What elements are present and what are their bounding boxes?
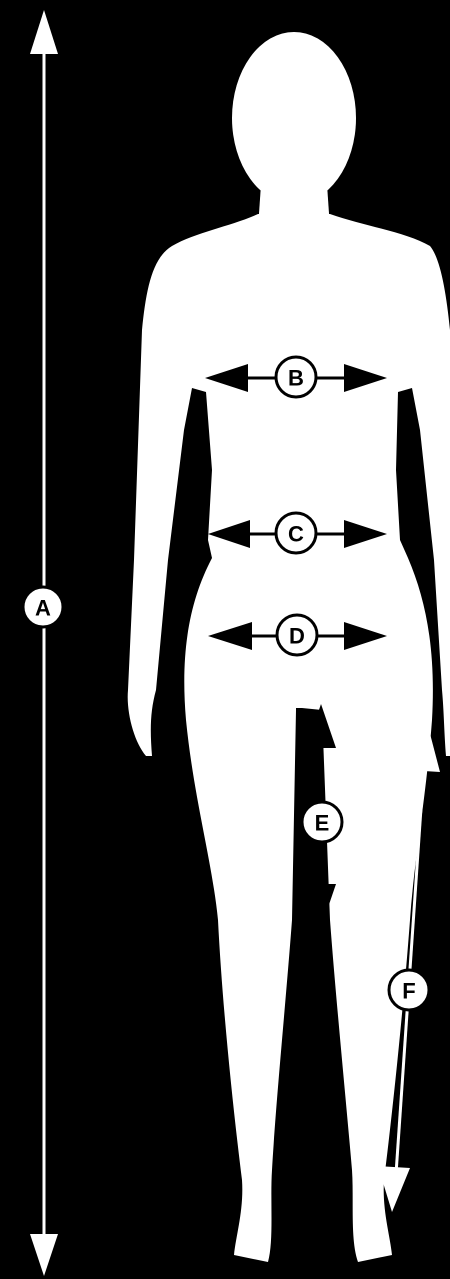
female-body-silhouette-icon <box>127 32 450 1262</box>
label-d: D <box>275 613 319 657</box>
label-c: C <box>274 511 318 555</box>
label-f-text: F <box>402 979 415 1004</box>
label-a-text: A <box>35 596 51 621</box>
label-d-text: D <box>289 624 305 649</box>
leg-gap <box>296 708 304 1240</box>
label-a: A <box>21 585 65 629</box>
label-f: F <box>387 968 431 1012</box>
label-e: E <box>300 800 344 844</box>
label-e-text: E <box>315 811 330 836</box>
label-b-text: B <box>288 366 304 391</box>
label-c-text: C <box>288 522 304 547</box>
measurement-a-arrow <box>30 10 58 1276</box>
label-b: B <box>274 355 318 399</box>
